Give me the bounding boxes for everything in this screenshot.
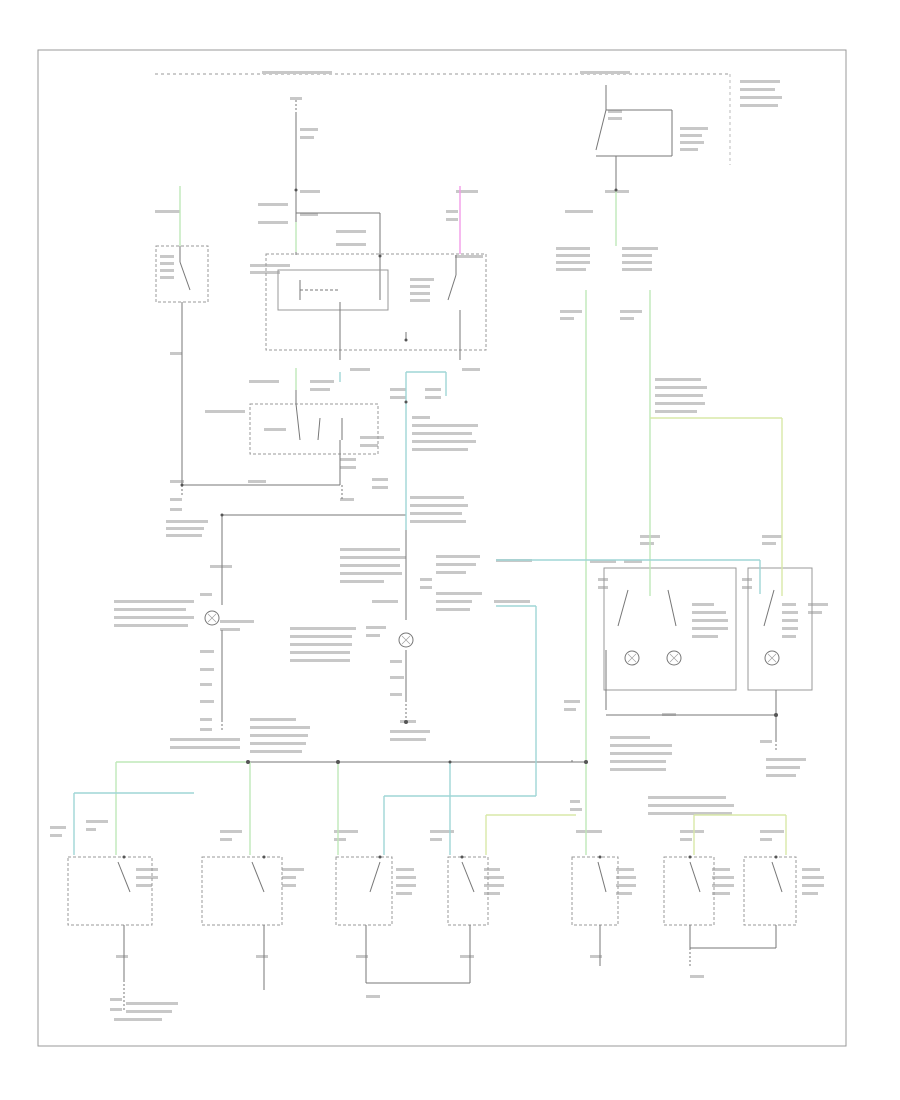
diagram-frame [37,49,847,1047]
label-marks [50,71,828,1021]
black-wires [67,85,813,1010]
light-blue-wires [73,371,761,855]
yellow-green-wires [485,417,787,855]
connector-dots [122,188,778,859]
green-wires [115,186,651,855]
